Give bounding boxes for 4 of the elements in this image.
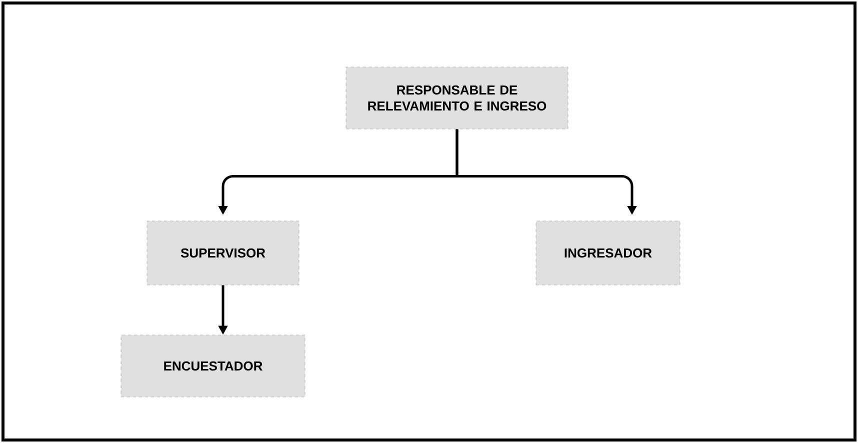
- org-box: INGRESADOR: [536, 220, 680, 286]
- org-box: ENCUESTADOR: [120, 334, 306, 398]
- org-box: SUPERVISOR: [146, 220, 300, 286]
- org-box: RESPONSABLE DE RELEVAMIENTO E INGRESO: [346, 66, 568, 130]
